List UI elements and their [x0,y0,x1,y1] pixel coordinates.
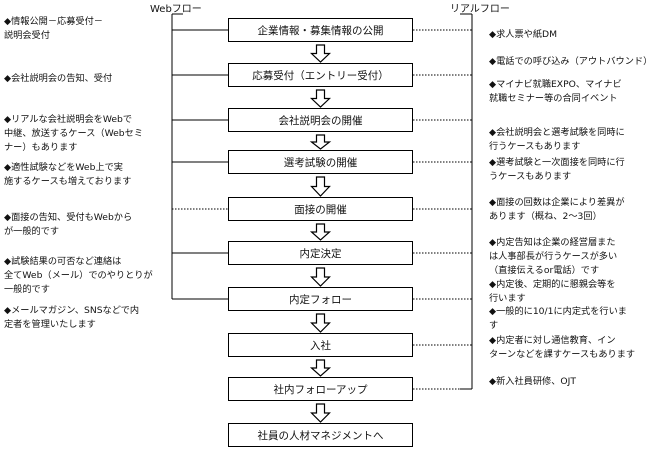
real-note-line: あります（概ね、2～3回） [489,211,602,222]
real-note: ◆面接の回数は企業により差異があります（概ね、2～3回） [489,196,625,224]
real-note: ◆電話での呼び込み（アウトバウンド） [489,55,652,69]
real-note-line: ◆内定告知は企業の経営層また [489,237,616,248]
real-note: ◆選考試験と一次面接を同時に行うケースもあります [489,156,625,184]
flow-step: 内定決定 [228,241,413,265]
real-note-line: す [489,320,499,331]
real-note-line: 行うケースもあります [489,141,581,152]
web-note: ◆メールマガジン、SNSなどで内定者を管理いたします [4,304,139,332]
real-note-line: ◆会社説明会と選考試験を同時に [489,127,625,138]
real-note: ◆求人票や紙DM [489,28,557,42]
down-arrow-icon [309,223,332,241]
real-note: ◆内定後、定期的に懇親会等を行います [489,278,616,306]
web-note-line: ◆面接の告知、受付もWebから [4,212,133,223]
web-note: ◆適性試験などをWeb上で実施するケースも増えております [4,161,131,189]
web-note-line: ◆会社説明会の告知、受付 [4,73,113,84]
real-note: ◆内定者に対し通信教育、インターンなどを課すケースもあります [489,334,635,362]
real-note-line: は人事部長が行うケースが多い [489,251,618,262]
web-note: ◆会社説明会の告知、受付 [4,72,112,86]
flow-step: 社員の人材マネジメントへ [228,423,413,447]
real-note: ◆内定告知は企業の経営層または人事部長が行うケースが多い （直接伝えるor電話）で… [489,236,617,278]
flow-step: 会社説明会の開催 [228,108,413,132]
real-note-line: ◆電話での呼び込み（アウトバウンド） [489,56,653,67]
real-note-line: ターンなどを課すケースもあります [489,349,636,360]
down-arrow-icon [310,313,331,333]
real-note-line: ◆内定者に対し通信教育、イン [489,335,616,346]
real-note-line: ◆内定後、定期的に懇親会等を [489,279,616,290]
web-note-line: が一般的です [4,226,60,237]
real-flow-header: リアルフロー [450,4,510,15]
web-note: ◆リアルな会社説明会をWebで中継、放送するケース（Webセミナー）もあります [4,113,143,155]
web-note: ◆試験結果の可否など連絡は全てWeb（メール）でのやりとりが一般的です [4,255,153,297]
down-arrow-icon [309,44,332,63]
real-note-line: （直接伝えるor電話）です [489,265,600,276]
web-note-line: 中継、放送するケース（Webセミ [4,128,144,139]
flow-step: 選考試験の開催 [228,150,413,174]
real-note-line: 就職セミナー等の合同イベント [489,93,618,104]
real-note-line: ◆一般的に10/1に内定式を行いま [489,306,627,317]
web-note-line: 全てWeb（メール）でのやりとりが [4,270,153,281]
down-arrow-icon [309,89,332,108]
real-note-line: ◆面接の回数は企業により差異が [489,197,625,208]
flow-step: 内定フォロー [228,287,413,311]
real-note-line: ◆選考試験と一次面接を同時に行 [489,157,625,168]
web-flow-header: Webフロー [150,4,202,15]
down-arrow-icon [310,176,331,197]
real-note: ◆マイナビ就職EXPO、マイナビ就職セミナー等の合同イベント [489,78,622,106]
real-note-line: うケースもあります [489,171,572,182]
web-note-line: ナー）もあります [4,142,78,153]
flow-step: 入社 [228,333,413,357]
web-note-line: ◆試験結果の可否など連絡は [4,256,122,267]
web-note-line: ◆メールマガジン、SNSなどで内 [4,305,140,316]
web-note-line: ◆適性試験などをWeb上で実 [4,162,123,173]
real-note: ◆新入社員研修、OJT [489,375,576,389]
flow-step: 応募受付（エントリー受付） [228,63,413,87]
web-note-line: 一般的です [4,284,50,295]
web-note: ◆面接の告知、受付もWebからが一般的です [4,211,132,239]
web-note-line: ◆情報公開－応募受付－ [4,16,103,27]
real-note-line: ◆求人票や紙DM [489,29,558,40]
real-note-line: ◆マイナビ就職EXPO、マイナビ [489,79,622,90]
real-note-line: 行います [489,293,526,304]
real-note: ◆会社説明会と選考試験を同時に行うケースもあります [489,126,625,154]
down-arrow-icon [310,403,331,423]
web-note-line: 説明会受付 [4,30,50,41]
down-arrow-icon [309,134,332,150]
flow-step: 社内フォローアップ [228,377,413,401]
real-note-line: ◆新入社員研修、OJT [489,376,576,387]
real-note: ◆一般的に10/1に内定式を行います [489,305,627,333]
flow-step: 企業情報・募集情報の公開 [228,18,413,42]
web-note: ◆情報公開－応募受付－ 説明会受付 [4,15,103,43]
down-arrow-icon [310,267,331,287]
flow-step: 面接の開催 [228,197,413,221]
web-note-line: 施するケースも増えております [4,176,132,187]
web-note-line: 定者を管理いたします [4,319,96,330]
down-arrow-icon [309,359,332,377]
web-note-line: ◆リアルな会社説明会をWebで [4,114,133,125]
